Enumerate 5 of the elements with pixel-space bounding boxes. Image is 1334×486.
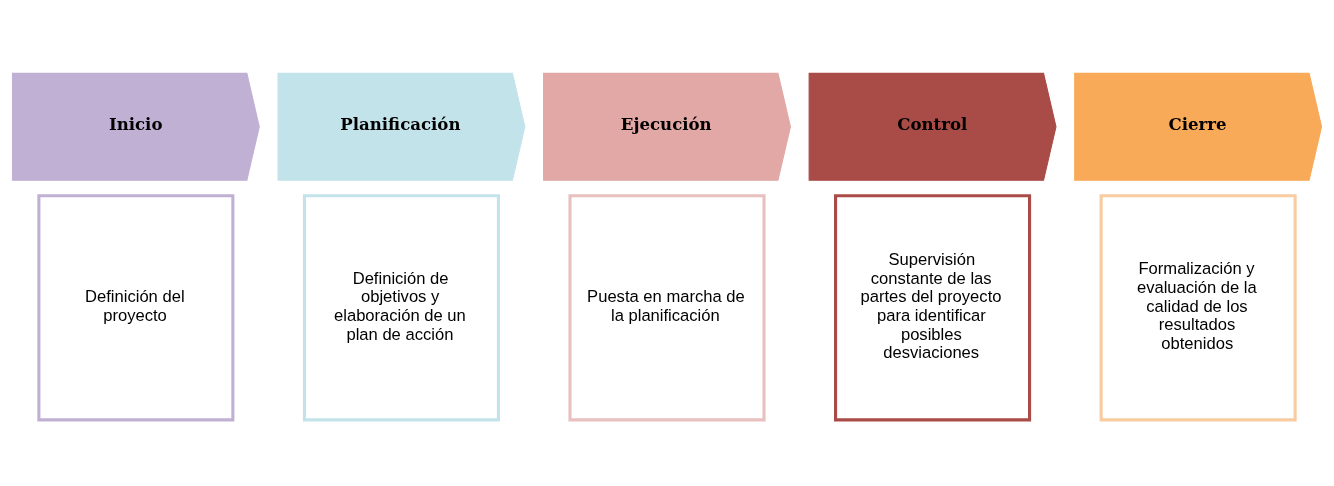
node-box: Supervisión constante de las partes del proyecto para identificar posibles desviaciones [834,193,1032,421]
node-box: Puesta en marcha de la planificación [568,193,766,421]
node-box: Formalización y evaluación de la calidad de los resultados obtenidos [1099,193,1297,421]
node-box: Definición de objetivos y elaboración de un plan de acción [302,193,500,421]
node-box: Definición del proyecto [37,193,235,421]
